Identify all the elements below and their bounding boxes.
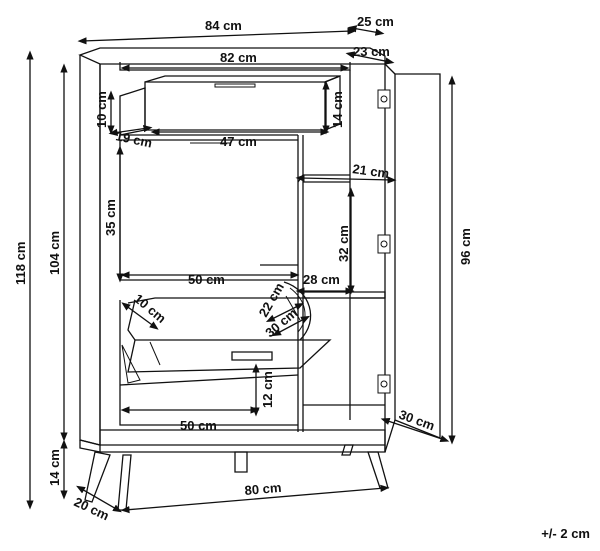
dim-leg-depth: 20 cm [72,494,112,523]
dim-drawer-width: 47 cm [220,134,257,149]
dim-drawer-height: 10 cm [94,91,109,128]
dim-top-inner-depth: 23 cm [353,44,390,59]
dim-total-depth: 25 cm [357,14,394,29]
dim-upper-compartment-height: 35 cm [103,199,118,236]
dim-drawer-depth: 19 cm [114,128,153,150]
dim-drawer-front-height: 14 cm [330,91,345,128]
dim-body-height: 104 cm [47,231,62,275]
cabinet-drawing [78,47,441,511]
dim-upper-compartment-width: 50 cm [188,272,225,287]
dimension-annotations: 84 cm 25 cm 82 cm 23 cm 10 cm 14 cm 19 c… [13,14,473,523]
dim-bottom-compartment-width: 50 cm [180,418,217,433]
dim-flap-depth: 10 cm [131,291,169,326]
dim-right-shelf-depth: 28 cm [303,272,340,287]
dim-bottom-compartment-height: 12 cm [260,371,275,408]
dim-total-height: 118 cm [13,242,28,285]
dim-leg-span: 80 cm [244,480,282,498]
dim-shelf-depth-right-top: 21 cm [352,161,391,181]
dim-total-width: 84 cm [205,18,242,33]
dim-right-compartment-height: 32 cm [336,225,351,262]
dim-inner-width-top: 82 cm [220,50,257,65]
tolerance-note: +/- 2 cm [541,526,590,541]
dim-door-height: 96 cm [458,228,473,265]
dim-leg-height: 14 cm [47,449,62,486]
